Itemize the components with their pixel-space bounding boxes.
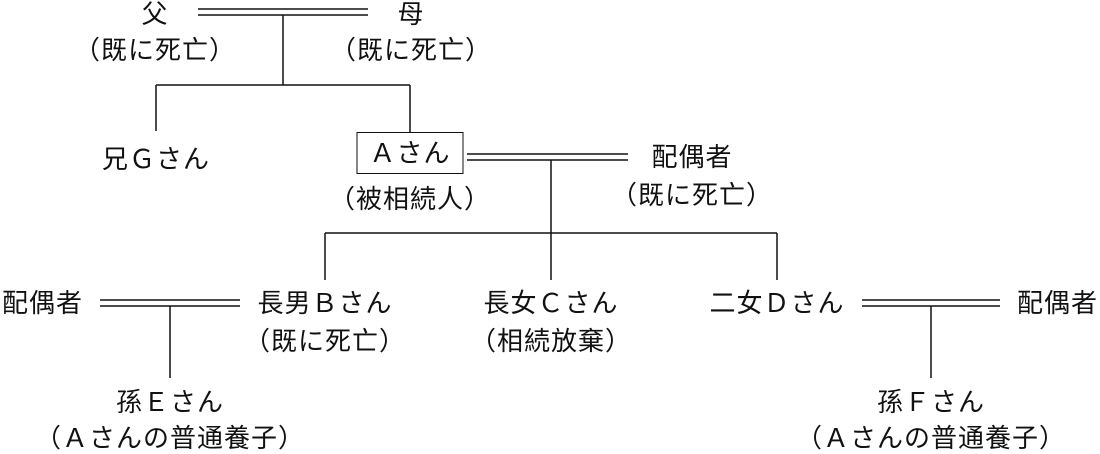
son-b-note: （既に死亡） [243,327,407,357]
father-name: 父 [141,0,169,30]
mother-name: 母 [397,0,425,30]
daughter-d-name: 二女Ｄさん [709,289,845,319]
person-a-note: （被相続人） [328,185,492,215]
son-b-name: 長男Ｂさん [257,289,393,319]
mother-note: （既に死亡） [329,36,493,66]
daughter-c-note: （相続放棄） [469,327,633,357]
brother-g-name: 兄Ｇさん [101,145,211,175]
spouse-a-name: 配偶者 [651,143,733,173]
person-a-box: Ａさん [356,132,464,174]
grandchild-e-name: 孫Ｅさん [115,388,225,418]
spouse-a-note: （既に死亡） [610,181,774,211]
grandchild-e-note: （Ａさんの普通養子） [34,424,306,454]
father-note: （既に死亡） [73,36,237,66]
daughter-c-name: 長女Ｃさん [483,289,619,319]
spouse-d-name: 配偶者 [1016,289,1098,319]
spouse-b-name: 配偶者 [2,289,84,319]
grandchild-f-note: （Ａさんの普通養子） [795,424,1067,454]
grandchild-f-name: 孫Ｆさん [876,388,986,418]
